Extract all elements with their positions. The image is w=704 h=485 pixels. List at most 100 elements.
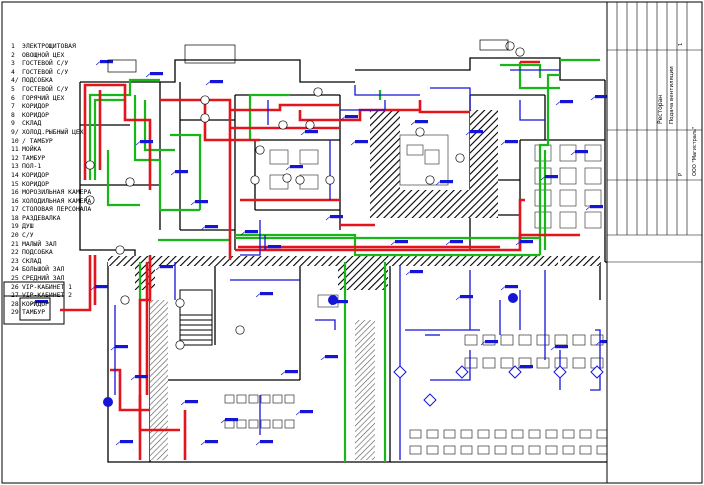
- legend-label: ХОЛОДИЛЬНАЯ КАМЕРА: [22, 196, 92, 205]
- table: [464, 334, 478, 346]
- diffuser-tag: [100, 60, 113, 64]
- room-marker: [515, 47, 525, 57]
- title-stage: Р: [678, 173, 684, 176]
- legend-label: ТАМБУР: [22, 308, 46, 317]
- tag-leader: [555, 101, 561, 106]
- table: [500, 334, 514, 346]
- legend-label: ПОДСОБКА: [22, 76, 53, 85]
- tag-leader: [325, 216, 331, 221]
- room-marker: [313, 87, 323, 97]
- diffuser-tag: [260, 292, 273, 296]
- legend-label: ЭЛЕКТРОЩИТОВАЯ: [22, 42, 76, 50]
- table: [572, 357, 586, 369]
- legend-label: КОРИДОР: [22, 179, 49, 188]
- room-marker: [278, 120, 288, 130]
- legend-label: VIP-КАБИНЕТ 1: [22, 282, 73, 291]
- tag-leader: [595, 341, 601, 346]
- table: [562, 429, 575, 439]
- tag-leader: [540, 176, 546, 181]
- table: [562, 445, 575, 455]
- legend-number: 3: [11, 59, 15, 68]
- legend-number: 13: [11, 162, 19, 171]
- room-marker: [115, 245, 125, 255]
- table: [494, 445, 507, 455]
- legend-label: С/У: [22, 231, 34, 240]
- diffuser-tag: [505, 285, 518, 289]
- table: [443, 429, 456, 439]
- tag-leader: [115, 441, 121, 446]
- diffuser-tag: [485, 340, 498, 344]
- legend-item: 1 ЭЛЕКТРОЩИТОВАЯ: [11, 42, 111, 51]
- tag-leader: [205, 81, 211, 86]
- diffuser-tag: [35, 300, 48, 304]
- room-marker: [505, 41, 515, 51]
- diffuser-tag: [205, 225, 218, 229]
- stair-annex: [3, 281, 213, 346]
- diffuser-tag: [285, 370, 298, 374]
- tag-leader: [220, 419, 226, 424]
- diffuser-symbol: [393, 365, 407, 379]
- tag-leader: [180, 401, 186, 406]
- legend-item: 10/ ТАМБУР: [11, 137, 111, 146]
- table: [572, 334, 586, 346]
- table: [511, 445, 524, 455]
- table: [260, 419, 271, 429]
- table: [460, 445, 473, 455]
- furniture: [269, 134, 602, 308]
- table: [579, 445, 592, 455]
- room-marker: [235, 325, 245, 335]
- tag-leader: [155, 266, 161, 271]
- title-sheet: Подача вентиляции: [669, 66, 675, 124]
- tag-leader: [585, 206, 591, 211]
- legend-label: ТАМБУР: [22, 153, 46, 162]
- tag-leader: [130, 376, 136, 381]
- table: [284, 394, 295, 404]
- table: [236, 394, 247, 404]
- room-marker: [295, 175, 305, 185]
- table: [443, 445, 456, 455]
- table: [477, 429, 490, 439]
- legend-label: / ТАМБУР: [22, 136, 53, 145]
- dining-tables: [224, 334, 643, 455]
- table: [536, 357, 550, 369]
- legend-number: 22: [11, 248, 19, 257]
- legend-label: МОРОЗИЛЬНАЯ КАМЕРА: [22, 188, 92, 197]
- diffuser-tag: [335, 300, 348, 304]
- legend-number: 17: [11, 205, 19, 214]
- legend-label: КОРИДОР: [22, 170, 49, 179]
- diffuser-tag: [505, 140, 518, 144]
- tag-leader: [135, 141, 141, 146]
- diffuser-symbol: [553, 365, 567, 379]
- legend-number: 9: [11, 119, 15, 128]
- room-marker: [85, 160, 95, 170]
- table: [260, 394, 271, 404]
- legend-number: 1: [11, 42, 15, 50]
- legend-number: 16: [11, 196, 19, 205]
- diffuser-tag: [520, 365, 533, 369]
- room-markers: [85, 41, 525, 350]
- legend-number: 9/: [11, 127, 19, 136]
- diffuser-tag: [595, 95, 608, 99]
- legend-label: МАЛЫЙ ЗАЛ: [22, 239, 57, 248]
- diffuser-tag: [305, 130, 318, 134]
- diffuser-tag: [195, 200, 208, 204]
- intake-unit: [107, 59, 137, 73]
- diffuser-tag: [520, 240, 533, 244]
- table: [528, 429, 541, 439]
